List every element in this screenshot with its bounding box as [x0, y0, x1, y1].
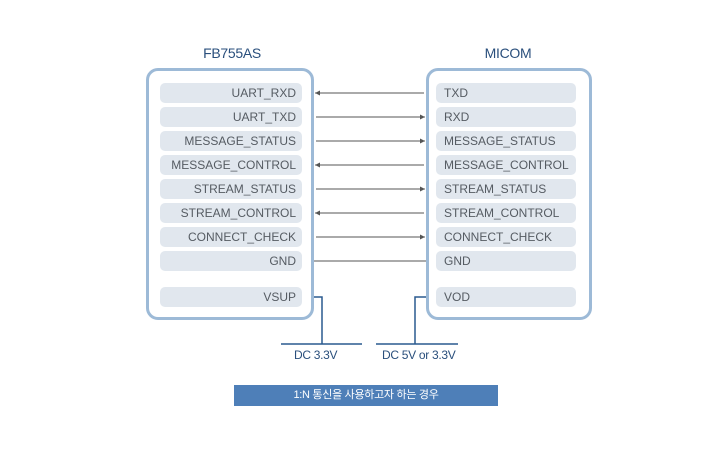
right-pin-rxd: RXD [436, 107, 576, 127]
left-pin-stream-status: STREAM_STATUS [160, 179, 302, 199]
right-pin-message-control: MESSAGE_CONTROL [436, 155, 576, 175]
left-pin-vsup: VSUP [160, 287, 302, 307]
left-pin-uart-txd: UART_TXD [160, 107, 302, 127]
left-pin-gnd: GND [160, 251, 302, 271]
left-pin-message-control: MESSAGE_CONTROL [160, 155, 302, 175]
left-pin-connect-check: CONNECT_CHECK [160, 227, 302, 247]
right-pin-vod: VOD [436, 287, 576, 307]
right-pin-message-status: MESSAGE_STATUS [436, 131, 576, 151]
left-pin-stream-control: STREAM_CONTROL [160, 203, 302, 223]
vsup-supply-line [314, 296, 323, 344]
left-pin-message-status: MESSAGE_STATUS [160, 131, 302, 151]
right-module-title: MICOM [484, 45, 532, 61]
right-supply-label: DC 5V or 3.3V [382, 348, 456, 362]
vod-supply-line [414, 296, 426, 344]
diagram-caption: 1:N 통신을 사용하고자 하는 경우 [234, 385, 498, 406]
right-pin-connect-check: CONNECT_CHECK [436, 227, 576, 247]
right-pin-stream-status: STREAM_STATUS [436, 179, 576, 199]
left-module-title: FB755AS [203, 45, 261, 61]
left-pin-uart-rxd: UART_RXD [160, 83, 302, 103]
left-supply-label: DC 3.3V [294, 348, 338, 362]
right-pin-stream-control: STREAM_CONTROL [436, 203, 576, 223]
right-pin-gnd: GND [436, 251, 576, 271]
right-pin-txd: TXD [436, 83, 576, 103]
